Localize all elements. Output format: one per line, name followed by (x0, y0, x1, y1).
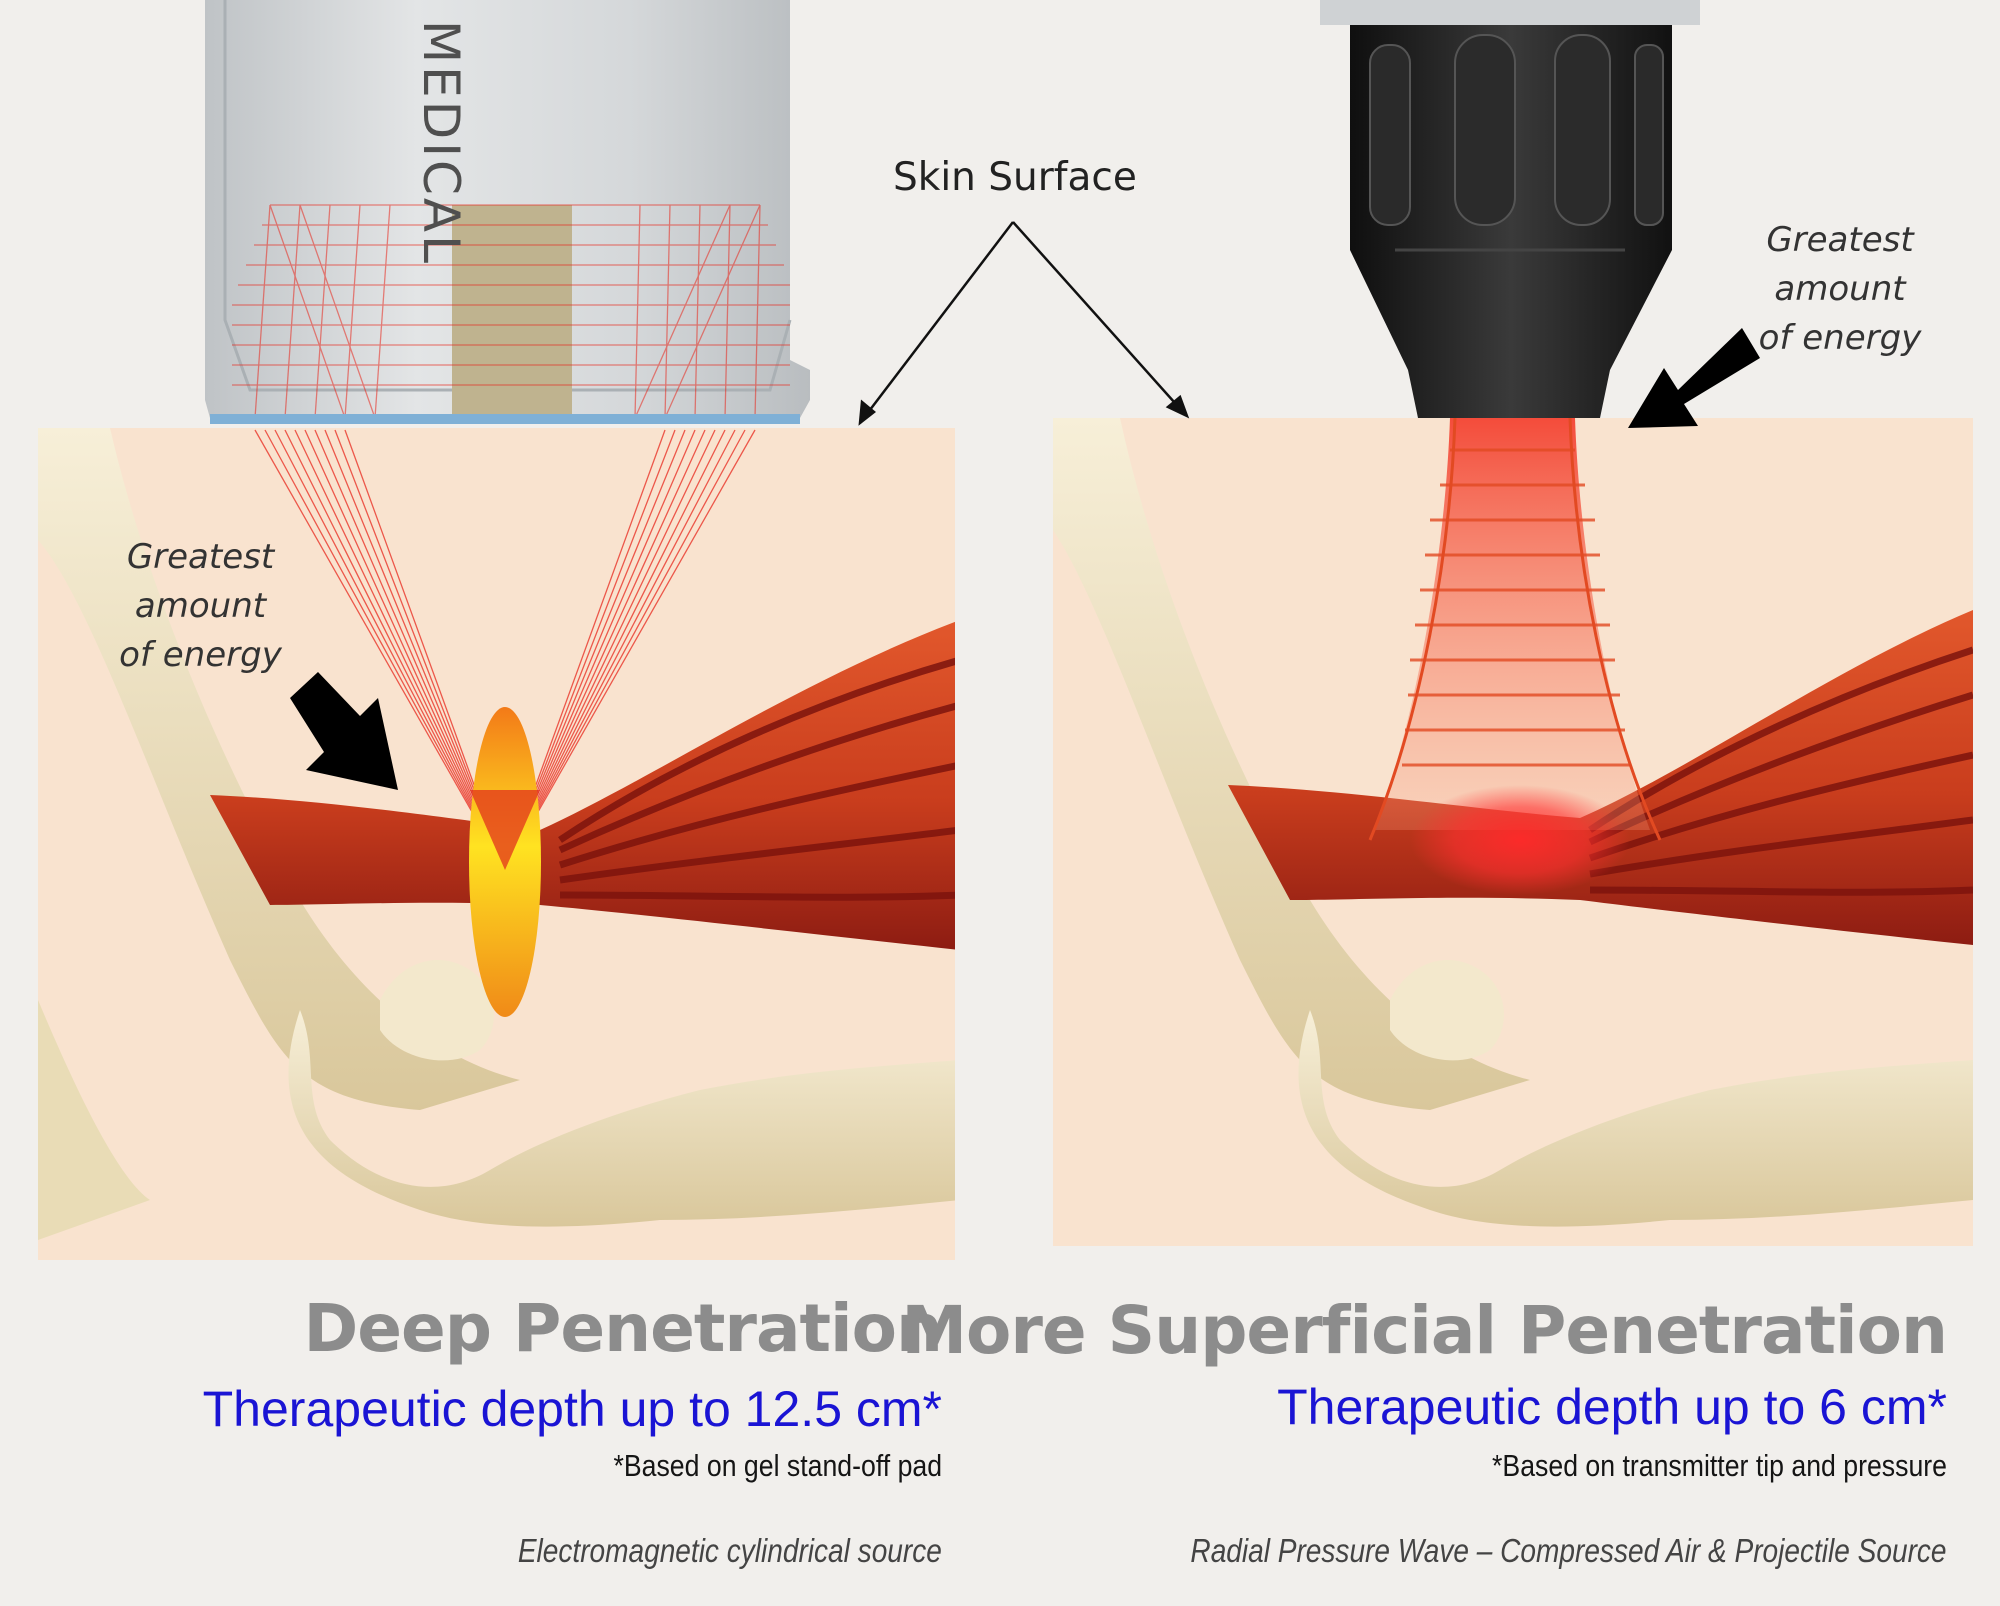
left-heading: Deep Penetration (303, 1290, 943, 1367)
right-heading: More Superficial Penetration (901, 1292, 1948, 1369)
skin-surface-label: Skin Surface (893, 155, 1137, 200)
right-beam-edge-left (1368, 418, 1457, 841)
left-energy-label: Greatest amount of energy (108, 533, 293, 680)
left-energy-arrow (290, 672, 398, 790)
right-tendon (1228, 610, 1973, 945)
right-humerus-bone (1053, 418, 1530, 1110)
left-footnote: *Based on gel stand-off pad (613, 1448, 942, 1483)
right-energy-line-2: amount (1774, 269, 1906, 309)
electromagnetic-applicator (205, 0, 810, 424)
left-energy-line-2: amount (134, 586, 267, 626)
skin-surface-pointers (858, 221, 1190, 426)
left-source-label: Electromagnetic cylindrical source (517, 1532, 942, 1569)
left-muscle-fibers (558, 657, 955, 901)
right-ulna-bone (1298, 1010, 1973, 1227)
right-source-label: Radial Pressure Wave – Compressed Air & … (1190, 1532, 1947, 1569)
right-pressure-wavefronts (1402, 448, 1630, 767)
right-beam-edge-right (1568, 418, 1662, 841)
device-brand-text: MEDICAL (412, 20, 470, 266)
left-energy-line-1: Greatest (126, 537, 275, 577)
right-energy-line-3: of energy (1758, 318, 1922, 358)
right-energy-label: Greatest amount of energy (1745, 216, 1935, 363)
right-energy-line-1: Greatest (1766, 220, 1914, 260)
left-humerus-bone (38, 428, 520, 1110)
right-energy-arrow (1628, 328, 1760, 428)
radial-applicator (1320, 0, 1700, 418)
left-energy-line-3: of energy (119, 635, 282, 675)
left-tendon (210, 621, 955, 950)
left-condyle (380, 960, 494, 1061)
right-footnote: *Based on transmitter tip and pressure (1492, 1448, 1947, 1483)
right-condyle (1390, 960, 1504, 1061)
left-ulna-bone (288, 1010, 955, 1227)
right-panel-illustration (1053, 0, 1973, 1246)
left-depth-text: Therapeutic depth up to 12.5 cm* (202, 1381, 942, 1437)
right-depth-text: Therapeutic depth up to 6 cm* (1277, 1379, 1947, 1435)
left-panel-illustration (38, 0, 955, 1260)
left-arm-bottom (38, 1000, 150, 1240)
left-focal-point (470, 790, 540, 870)
right-hot-spot (1410, 785, 1630, 895)
